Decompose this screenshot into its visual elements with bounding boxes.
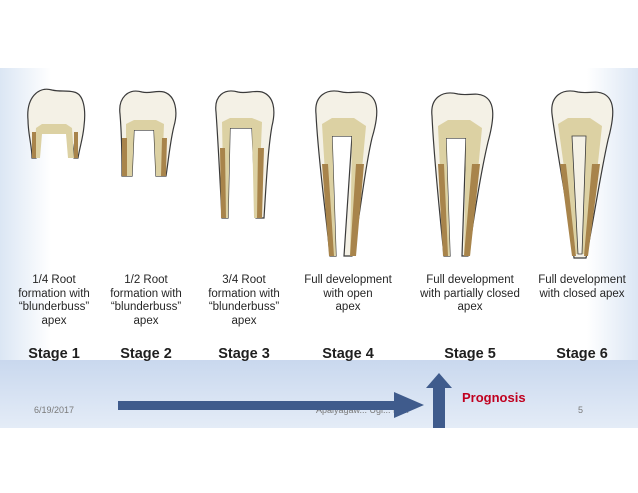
stage-3: 3/4 Root formation with “blunderbuss” ap… [190,274,298,362]
stage-5: Full development with partially closed a… [408,274,532,362]
up-arrow-icon [426,373,452,428]
stage-1-label: Stage 1 [28,346,80,362]
stage-5-label: Stage 5 [444,346,496,362]
stage-2: 1/2 Root formation with “blunderbuss” ap… [92,274,200,362]
tooth-stage-3 [215,90,275,219]
tooth-stage-2 [119,90,177,177]
stage-6: Full development with closed apex Stage … [526,274,638,362]
footer-page-number: 5 [578,405,584,415]
stage-6-description: Full development with closed apex [538,274,626,300]
right-arrow-icon [118,392,424,418]
stage-3-description: 3/4 Root formation with “blunderbuss” ap… [208,274,280,327]
stage-6-label: Stage 6 [556,346,608,362]
tooth-stage-5 [431,92,494,257]
tooth-stage-1 [27,88,86,159]
stage-1: 1/4 Root formation with “blunderbuss” ap… [0,274,108,362]
stage-4-description: Full development with open apex [304,274,392,313]
stage-4: Full development with open apex Stage 4 [294,274,402,362]
stage-5-description: Full development with partially closed a… [420,274,520,313]
tooth-stage-6 [551,90,614,259]
prognosis-label: Prognosis [462,390,526,405]
stage-3-label: Stage 3 [218,346,270,362]
stage-1-description: 1/4 Root formation with “blunderbuss” ap… [18,274,90,327]
stage-2-label: Stage 2 [120,346,172,362]
teeth-illustration [27,88,614,259]
footer-date: 6/19/2017 [34,405,75,415]
tooth-stage-4 [315,90,378,257]
stage-2-description: 1/2 Root formation with “blunderbuss” ap… [110,274,182,327]
footer-band [0,360,638,428]
stage-4-label: Stage 4 [322,346,374,362]
